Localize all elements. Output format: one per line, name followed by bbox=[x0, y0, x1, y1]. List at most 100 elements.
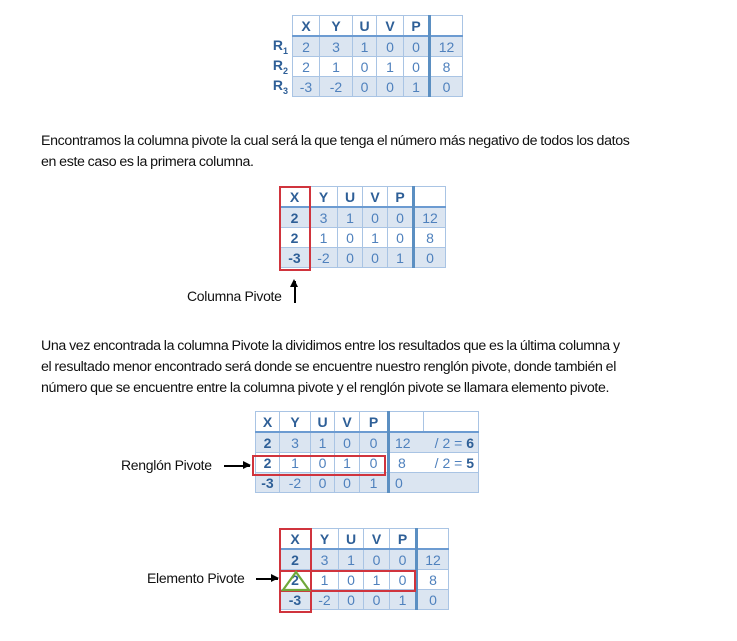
cell: 3 bbox=[279, 431, 311, 453]
paragraph-line: el resultado menor encontrado será donde… bbox=[41, 359, 617, 375]
cell: 0 bbox=[337, 227, 363, 248]
cell: 1 bbox=[387, 247, 414, 268]
cell: -3 bbox=[292, 76, 320, 97]
row-label: R3 bbox=[266, 76, 293, 97]
cell: -2 bbox=[319, 76, 353, 97]
cell: 0 bbox=[337, 247, 363, 268]
header-x: X bbox=[255, 411, 280, 433]
pivot-element-triangle-icon bbox=[280, 570, 312, 592]
cell: 0 bbox=[415, 589, 449, 610]
header-x: X bbox=[292, 15, 320, 37]
header-y: Y bbox=[279, 411, 311, 433]
table-row: R3 -3 -2 0 0 1 0 bbox=[266, 76, 463, 97]
cell: 1 bbox=[338, 548, 364, 570]
cell: -3 bbox=[279, 589, 311, 610]
initial-tableau: X Y U V P R1 2 3 1 0 0 12 R2 2 1 0 1 0 8… bbox=[266, 15, 463, 97]
header-p: P bbox=[389, 528, 417, 550]
cell: 0 bbox=[387, 206, 414, 228]
cell: -3 bbox=[279, 247, 310, 268]
cell: 0 bbox=[310, 472, 335, 493]
header-u: U bbox=[338, 528, 364, 550]
header-v: V bbox=[363, 528, 390, 550]
table-row: -3 -2 0 0 1 0 bbox=[279, 247, 446, 268]
cell: 1 bbox=[363, 569, 390, 590]
header-p: P bbox=[403, 15, 430, 37]
cell: 1 bbox=[389, 589, 417, 610]
cell: 1 bbox=[352, 35, 377, 57]
cell: 0 bbox=[412, 247, 446, 268]
cell: 2 bbox=[279, 206, 310, 228]
cell: 0 bbox=[387, 472, 424, 493]
pivot-element-label: Elemento Pivote bbox=[147, 570, 245, 586]
explanation-pivot-row: Una vez encontrada la columna Pivote la … bbox=[41, 336, 701, 399]
cell: 0 bbox=[363, 589, 390, 610]
pivot-column-tableau: X Y U V P 2 3 1 0 0 12 2 1 0 1 0 8 -3 -2… bbox=[279, 186, 446, 268]
corner-cell bbox=[266, 15, 293, 36]
table-row: 2 1 0 1 0 8 / 2 = 5 bbox=[255, 452, 479, 473]
paragraph-line: Una vez encontrada la columna Pivote la … bbox=[41, 338, 620, 354]
header-v: V bbox=[376, 15, 404, 37]
header-u: U bbox=[337, 186, 363, 208]
explanation-pivot-column: Encontramos la columna pivote la cual se… bbox=[41, 131, 701, 173]
cell: 1 bbox=[362, 227, 388, 248]
cell: 0 bbox=[362, 247, 388, 268]
cell: 2 bbox=[292, 56, 320, 77]
header-p: P bbox=[387, 186, 414, 208]
header-u: U bbox=[352, 15, 377, 37]
cell: 0 bbox=[403, 35, 430, 57]
row-label: R2 bbox=[266, 56, 293, 77]
cell: 2 bbox=[292, 35, 320, 57]
header-u: U bbox=[310, 411, 335, 433]
ratio-cell: / 2 = 5 bbox=[423, 452, 479, 473]
cell: 2 bbox=[279, 227, 310, 248]
table-row: -3 -2 0 0 1 0 bbox=[279, 589, 449, 610]
pivot-element-tableau: X Y U V P 2 3 1 0 0 12 2 1 0 1 0 8 -3 -2… bbox=[279, 528, 449, 610]
paragraph-line: en este caso es la primera columna. bbox=[41, 154, 254, 170]
cell: 0 bbox=[310, 452, 335, 473]
cell: 1 bbox=[319, 56, 353, 77]
cell: -2 bbox=[279, 472, 311, 493]
table-row: 2 3 1 0 0 12 / 2 = 6 bbox=[255, 431, 479, 453]
header-ratio bbox=[423, 411, 479, 433]
cell: 0 bbox=[359, 431, 389, 453]
cell: 2 bbox=[279, 548, 311, 570]
cell: 3 bbox=[319, 35, 353, 57]
cell: 0 bbox=[363, 548, 390, 570]
paragraph-line: Encontramos la columna pivote la cual se… bbox=[41, 133, 630, 149]
header-y: Y bbox=[310, 528, 339, 550]
cell: 12 bbox=[428, 35, 463, 57]
cell: 0 bbox=[334, 431, 360, 453]
cell: 0 bbox=[362, 206, 388, 228]
cell: 0 bbox=[352, 56, 377, 77]
cell: 0 bbox=[334, 472, 360, 493]
header-p: P bbox=[359, 411, 389, 433]
right-arrow-icon bbox=[256, 575, 279, 581]
cell: 1 bbox=[310, 431, 335, 453]
header-result bbox=[387, 411, 424, 433]
cell: 12 bbox=[412, 206, 446, 228]
cell: 2 bbox=[255, 452, 280, 473]
table-row: 2 3 1 0 0 12 bbox=[279, 206, 446, 228]
cell: 0 bbox=[389, 569, 417, 590]
header-result bbox=[428, 15, 463, 37]
cell: 0 bbox=[403, 56, 430, 77]
cell: 3 bbox=[310, 548, 339, 570]
cell: 1 bbox=[359, 472, 389, 493]
right-arrow-icon bbox=[224, 462, 251, 468]
header-result bbox=[415, 528, 449, 550]
ratio-cell: / 2 = 6 bbox=[423, 431, 479, 453]
header-v: V bbox=[362, 186, 388, 208]
cell: 1 bbox=[337, 206, 363, 228]
ratio-cell bbox=[423, 472, 479, 493]
table-row: R2 2 1 0 1 0 8 bbox=[266, 56, 463, 77]
cell: 0 bbox=[387, 227, 414, 248]
cell: 1 bbox=[310, 569, 339, 590]
cell: -3 bbox=[255, 472, 280, 493]
header-y: Y bbox=[319, 15, 353, 37]
cell: 8 bbox=[415, 569, 449, 590]
table-row: -3 -2 0 0 1 0 bbox=[255, 472, 479, 493]
pivot-row-label: Renglón Pivote bbox=[121, 457, 212, 473]
header-x: X bbox=[279, 528, 311, 550]
cell: -2 bbox=[310, 589, 339, 610]
cell: 0 bbox=[389, 548, 417, 570]
